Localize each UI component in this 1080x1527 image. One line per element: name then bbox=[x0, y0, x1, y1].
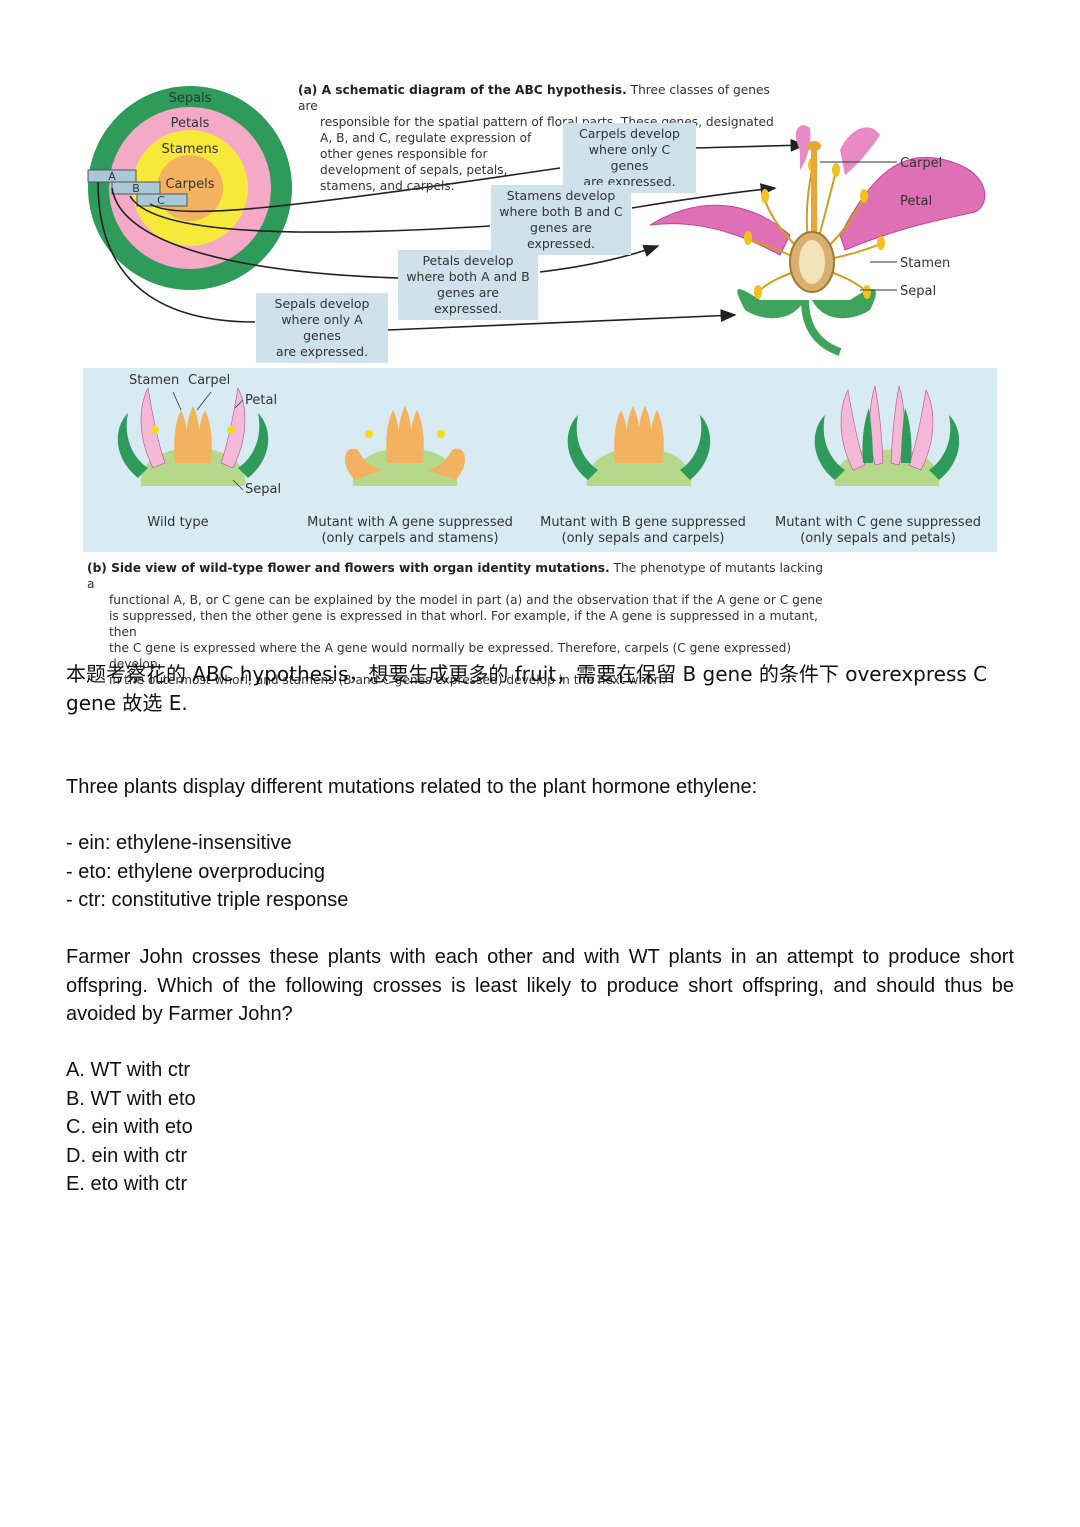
mutant-label-line: Mutant with C gene suppressed bbox=[775, 515, 981, 530]
mutation-item: - ctr: constitutive triple response bbox=[66, 889, 349, 911]
box-line: genes are expressed. bbox=[527, 220, 595, 251]
wild-type-flower bbox=[117, 387, 269, 486]
caption-a-line: development of sepals, petals, bbox=[320, 163, 508, 177]
mutant-c-flower bbox=[814, 385, 960, 486]
box-petals: Petals develop where both A and B genes … bbox=[398, 250, 538, 320]
caption-b-line: the C gene is expressed where the A gene… bbox=[109, 641, 792, 671]
flower-label-sepal: Sepal bbox=[900, 284, 936, 299]
mutation-item: - eto: ethylene overproducing bbox=[66, 860, 326, 883]
mutant-label: Mutant with A gene suppressed (only carp… bbox=[305, 515, 515, 547]
abc-hypothesis-figure: Sepals Petals Stamens Carpels A B C bbox=[0, 0, 1080, 687]
caption-b-line: functional A, B, or C gene can be explai… bbox=[109, 593, 823, 607]
question-prompt-text: Farmer John crosses these plants with ea… bbox=[66, 946, 1014, 1025]
panel-b-label-petal: Petal bbox=[245, 393, 278, 408]
option-d: D. ein with ctr bbox=[66, 1144, 188, 1167]
box-line: genes are expressed. bbox=[434, 285, 502, 316]
mutant-label-line: Mutant with A gene suppressed bbox=[307, 515, 513, 530]
caption-b-line: is suppressed, then the other gene is ex… bbox=[109, 609, 818, 639]
box-line: where only A genes bbox=[281, 312, 363, 343]
mutant-label: Mutant with C gene suppressed (only sepa… bbox=[773, 515, 983, 547]
box-line: where both A and B bbox=[406, 269, 530, 284]
mutant-b-flower bbox=[567, 406, 711, 486]
caption-a-title: (a) A schematic diagram of the ABC hypot… bbox=[298, 83, 627, 97]
question-prompt: Farmer John crosses these plants with ea… bbox=[66, 943, 1014, 1029]
whorl-label-carpels: Carpels bbox=[165, 177, 214, 192]
mutant-label: Wild type bbox=[103, 515, 253, 531]
box-line: where only C genes bbox=[588, 142, 671, 173]
connector-lines bbox=[97, 138, 807, 331]
mutant-label-line: Wild type bbox=[147, 515, 209, 530]
mutant-label-line: (only sepals and carpels) bbox=[561, 531, 725, 546]
option-b: B. WT with eto bbox=[66, 1087, 196, 1110]
caption-a-line: other genes responsible for bbox=[320, 147, 488, 161]
box-line: are expressed. bbox=[275, 344, 369, 359]
answer-note-line: gene 故选 E. bbox=[66, 690, 188, 715]
answer-note: 本题考察花的 ABC hypothesis，想要生成更多的 fruit，需要在保… bbox=[66, 660, 1014, 717]
flower-label-carpel: Carpel bbox=[900, 156, 942, 171]
whorl-label-petals: Petals bbox=[171, 116, 210, 131]
mutation-item: - ein: ethylene-insensitive bbox=[66, 832, 292, 854]
figure-graphics: Sepals Petals Stamens Carpels A B C bbox=[87, 86, 986, 356]
mutant-label: Mutant with B gene suppressed (only sepa… bbox=[538, 515, 748, 547]
option-c: C. ein with eto bbox=[66, 1116, 193, 1138]
panel-b-label-carpel: Carpel bbox=[188, 373, 231, 388]
whorl-diagram: Sepals Petals Stamens Carpels A B C bbox=[87, 86, 292, 290]
flower-label-petal: Petal bbox=[900, 194, 932, 209]
mutant-label-line: Mutant with B gene suppressed bbox=[540, 515, 746, 530]
panel-b-graphics bbox=[117, 385, 960, 491]
box-line: Carpels develop bbox=[579, 126, 680, 141]
whorl-label-stamens: Stamens bbox=[162, 142, 219, 157]
panel-b-label-sepal: Sepal bbox=[245, 482, 282, 497]
box-line: Petals develop bbox=[422, 253, 514, 268]
gene-tag-a-label: A bbox=[108, 170, 116, 183]
mutant-a-flower bbox=[344, 406, 466, 486]
caption-a-line: Three classes of genes are bbox=[298, 83, 770, 113]
answer-note-line: 本题考察花的 ABC hypothesis，想要生成更多的 fruit，需要在保… bbox=[66, 662, 988, 686]
caption-b-line: in the outermost whorl, and stamens (B a… bbox=[109, 673, 666, 687]
panel-b-label-stamen: Stamen bbox=[129, 373, 180, 388]
gene-tag-b-label: B bbox=[132, 182, 140, 195]
question-intro-text: Three plants display different mutations… bbox=[66, 776, 758, 798]
box-sepals: Sepals develop where only A genes are ex… bbox=[256, 293, 388, 363]
gene-tag-c bbox=[136, 193, 188, 207]
flower-label-stamen: Stamen bbox=[900, 256, 950, 271]
box-carpels: Carpels develop where only C genes are e… bbox=[563, 123, 696, 193]
flower-illustration bbox=[649, 125, 986, 356]
box-stamens: Stamens develop where both B and C genes… bbox=[491, 185, 631, 255]
box-line: where both B and C bbox=[499, 204, 623, 219]
caption-a-line: A, B, and C, regulate expression of bbox=[320, 131, 532, 145]
caption-a: (a) A schematic diagram of the ABC hypot… bbox=[298, 82, 783, 194]
caption-b: (b) Side view of wild-type flower and fl… bbox=[87, 560, 832, 688]
gene-tag-c-label: C bbox=[157, 194, 165, 207]
mutant-label-line: (only sepals and petals) bbox=[800, 531, 956, 546]
question-intro: Three plants display different mutations… bbox=[66, 773, 1014, 802]
whorl-label-sepals: Sepals bbox=[169, 91, 212, 106]
panel-b-leaders bbox=[172, 391, 244, 491]
panel-b: Stamen Carpel Petal Sepal Wild type Muta… bbox=[83, 368, 997, 552]
caption-b-title: (b) Side view of wild-type flower and fl… bbox=[87, 561, 610, 575]
box-line: Sepals develop bbox=[274, 296, 370, 311]
box-line: Stamens develop bbox=[506, 188, 616, 203]
caption-a-line: responsible for the spatial pattern of f… bbox=[320, 115, 774, 129]
flower-label-leaders bbox=[820, 161, 897, 291]
option-a: A. WT with ctr bbox=[66, 1059, 191, 1081]
option-e: E. eto with ctr bbox=[66, 1173, 188, 1195]
options-list: A. WT with ctr B. WT with eto C. ein wit… bbox=[66, 1056, 1014, 1199]
caption-b-line: The phenotype of mutants lacking a bbox=[87, 561, 823, 591]
mutant-label-line: (only carpels and stamens) bbox=[321, 531, 499, 546]
mutation-list: - ein: ethylene-insensitive - eto: ethyl… bbox=[66, 829, 1014, 915]
caption-a-line: stamens, and carpels. bbox=[320, 179, 455, 193]
